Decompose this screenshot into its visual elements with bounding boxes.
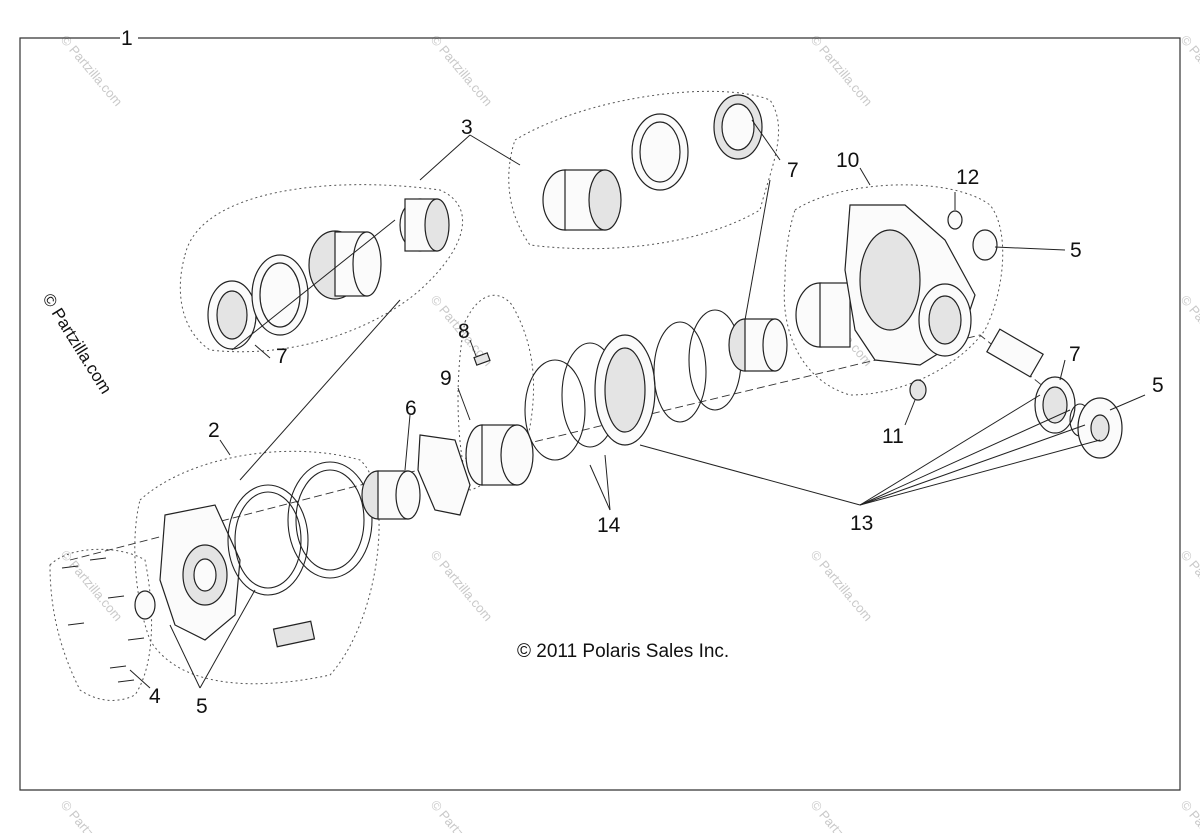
callout-5-housing: 5 [1070, 239, 1082, 262]
bearing-center-left [361, 434, 471, 520]
bearing-center-right [728, 318, 788, 372]
watermark: © Partzilla.com [428, 797, 496, 833]
callout-5-cover: 5 [196, 695, 208, 718]
callout-10: 10 [836, 149, 859, 172]
watermark: © Partzilla.com [808, 547, 876, 624]
callout-5-output: 5 [1152, 374, 1164, 397]
watermark: © Partzilla.com [58, 547, 126, 624]
watermark: © Partzilla.com [428, 547, 496, 624]
clutch-rings [524, 309, 742, 461]
callout-9: 9 [440, 367, 452, 390]
watermark: © Partzilla.com [1178, 32, 1200, 109]
callout-2: 2 [208, 419, 220, 442]
callout-3: 3 [461, 116, 473, 139]
watermark: © Partzilla.com [428, 32, 496, 109]
bearing-set-right [542, 94, 763, 231]
assembly-frame [19, 37, 1181, 791]
group-outline-bolts [49, 548, 153, 701]
callout-labels: 1 2 3 4 5 5 5 5 6 7 7 7 7 8 9 10 11 12 1… [121, 27, 1164, 718]
callout-6: 6 [405, 397, 417, 420]
callout-4: 4 [149, 685, 161, 708]
callout-7-top: 7 [787, 159, 799, 182]
watermark: © Partzilla.com [58, 797, 126, 833]
callout-7-output: 7 [1069, 343, 1081, 366]
watermark: © Partzilla.com [808, 797, 876, 833]
side-credit: © Partzilla.com [39, 290, 116, 397]
copyright-text: © 2011 Polaris Sales Inc. [517, 641, 729, 662]
callout-1: 1 [121, 27, 133, 50]
callout-8: 8 [458, 320, 470, 343]
main-housing [795, 204, 998, 401]
group-outline-housing [783, 184, 1004, 396]
front-cover-assembly [134, 461, 373, 648]
callout-14: 14 [597, 514, 621, 537]
sprag-cage [465, 352, 534, 486]
bolt-set [61, 557, 145, 683]
leader-lines [129, 119, 1146, 689]
watermark: © Partzilla.com [808, 32, 876, 109]
callout-11: 11 [882, 425, 904, 448]
callout-7-left: 7 [276, 345, 288, 368]
watermark: © Partzilla.com [1178, 292, 1200, 369]
watermark: © Partzilla.com [1178, 797, 1200, 833]
group-outline-bearing-left [179, 184, 463, 353]
bearing-set-left [207, 198, 450, 350]
watermark: © Partzilla.com [1178, 547, 1200, 624]
watermark: © Partzilla.com [58, 32, 126, 109]
callout-13: 13 [850, 512, 873, 535]
callout-12: 12 [956, 166, 979, 189]
